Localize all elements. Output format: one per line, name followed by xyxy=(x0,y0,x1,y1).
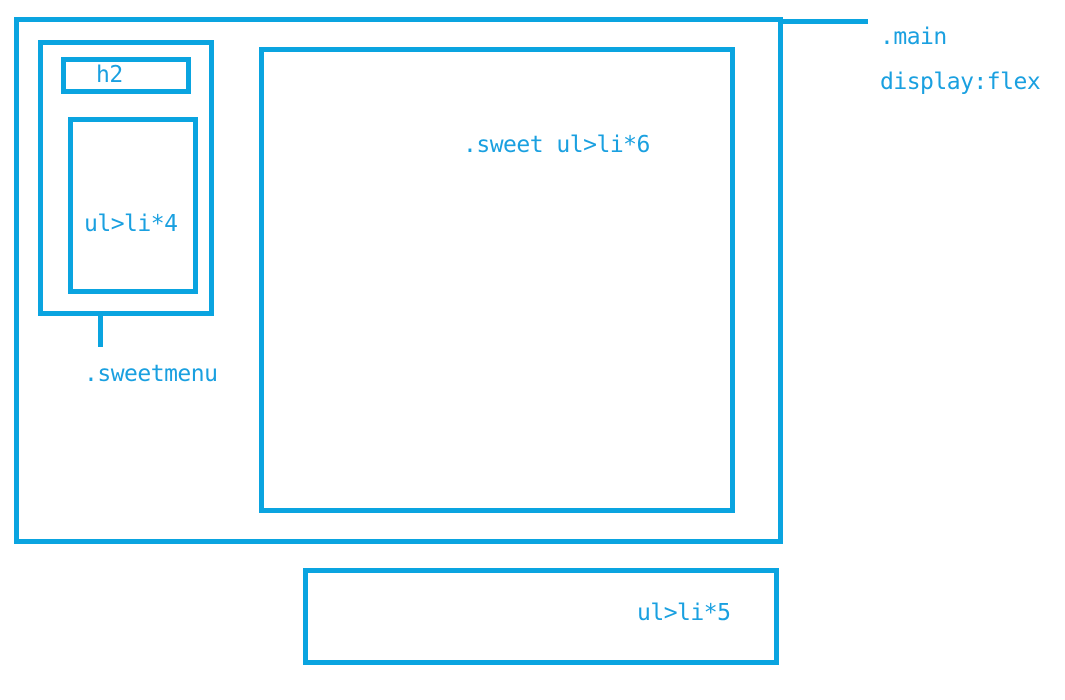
h2-box xyxy=(61,57,191,94)
bottom-list-label: ul>li*5 xyxy=(637,600,731,626)
h2-label: h2 xyxy=(96,62,123,88)
main-display-label: display:flex xyxy=(880,69,1041,95)
main-class-label: .main xyxy=(880,24,947,50)
menu-list-box xyxy=(68,117,198,294)
sweet-label: .sweet ul>li*6 xyxy=(463,132,650,158)
sweetmenu-leader-line xyxy=(98,314,103,347)
sweetmenu-box xyxy=(38,40,214,316)
sweetmenu-label: .sweetmenu xyxy=(84,361,218,387)
main-leader-line xyxy=(780,19,868,24)
main-container-box xyxy=(14,17,783,544)
sweet-box xyxy=(259,47,735,513)
menu-list-label: ul>li*4 xyxy=(84,211,178,237)
bottom-list-box xyxy=(303,568,779,665)
